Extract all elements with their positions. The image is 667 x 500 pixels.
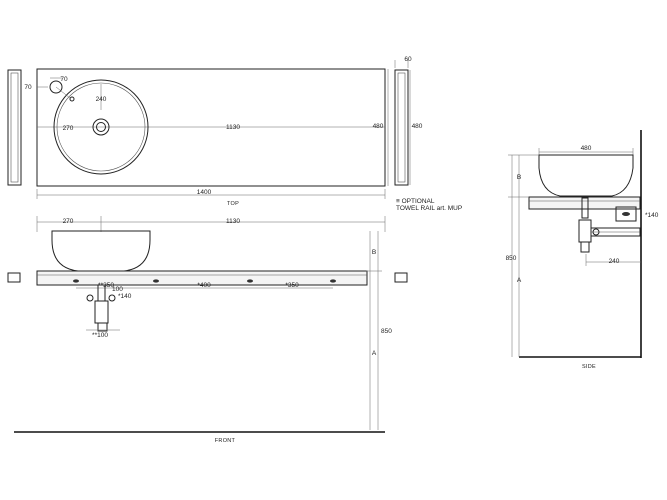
dim-400: *400 [197, 282, 211, 289]
basin-side [538, 154, 634, 197]
right-towel-rail-top [394, 69, 409, 186]
siphon-body [94, 300, 109, 324]
dim-b-side: B [517, 174, 521, 181]
left-towel-rail-top [7, 69, 22, 186]
top-view: 70 70 240 270 1130 1400 TOP 480 60 480 [7, 56, 423, 207]
view-label-side: SIDE [582, 364, 596, 370]
dim-480-rail: 480 [412, 123, 423, 130]
view-label-top: TOP [227, 201, 239, 207]
dim-350-a: **350 [98, 282, 114, 289]
dim-270-front: 270 [63, 218, 74, 225]
drain [92, 118, 110, 136]
dim-b-front: B [372, 249, 376, 256]
dim-140: *140 [118, 293, 132, 300]
dim-850-side: 850 [506, 255, 517, 262]
dim-140-side: *140 [645, 212, 659, 219]
dim-100: 100 [112, 286, 123, 293]
view-label-front: FRONT [215, 438, 236, 444]
dim-480-side: 480 [581, 145, 592, 152]
siphon-side [581, 197, 589, 219]
dim-240-side: 240 [609, 258, 620, 265]
dim-1130: 1130 [226, 124, 240, 131]
dim-60: 60 [404, 56, 412, 63]
dim-70-left: 70 [24, 84, 32, 91]
basin-front [51, 230, 151, 272]
dim-850-front: 850 [381, 328, 392, 335]
countertop-front [36, 270, 368, 286]
dim-350-b: *350 [285, 282, 299, 289]
tap-hole [49, 80, 63, 94]
dim-480-top: 480 [373, 123, 384, 130]
basin-outline [53, 79, 149, 175]
note-optional: ≡ OPTIONAL [396, 198, 435, 205]
dim-1400: 1400 [197, 189, 212, 196]
left-bracket-front [7, 272, 21, 283]
dim-a-side: A [517, 277, 522, 284]
dim-70-top: 70 [60, 76, 68, 83]
dim-1130-front: 1130 [226, 218, 240, 225]
drain-pipe-side [590, 227, 641, 237]
side-view: 480 240 *140 B A 850 SIDE [506, 130, 659, 370]
dim-240: 240 [96, 96, 107, 103]
dim-a-front: A [372, 350, 377, 357]
note-towel-rail: TOWEL RAIL art. MUP [396, 205, 462, 212]
countertop-top [36, 68, 386, 187]
dim-270: 270 [63, 125, 74, 132]
front-view: 270 1130 **350 *400 *350 100 *140 **100 [7, 216, 408, 444]
dim-100-b: **100 [92, 332, 108, 339]
right-bracket-front [394, 272, 408, 283]
countertop-side [528, 196, 641, 210]
